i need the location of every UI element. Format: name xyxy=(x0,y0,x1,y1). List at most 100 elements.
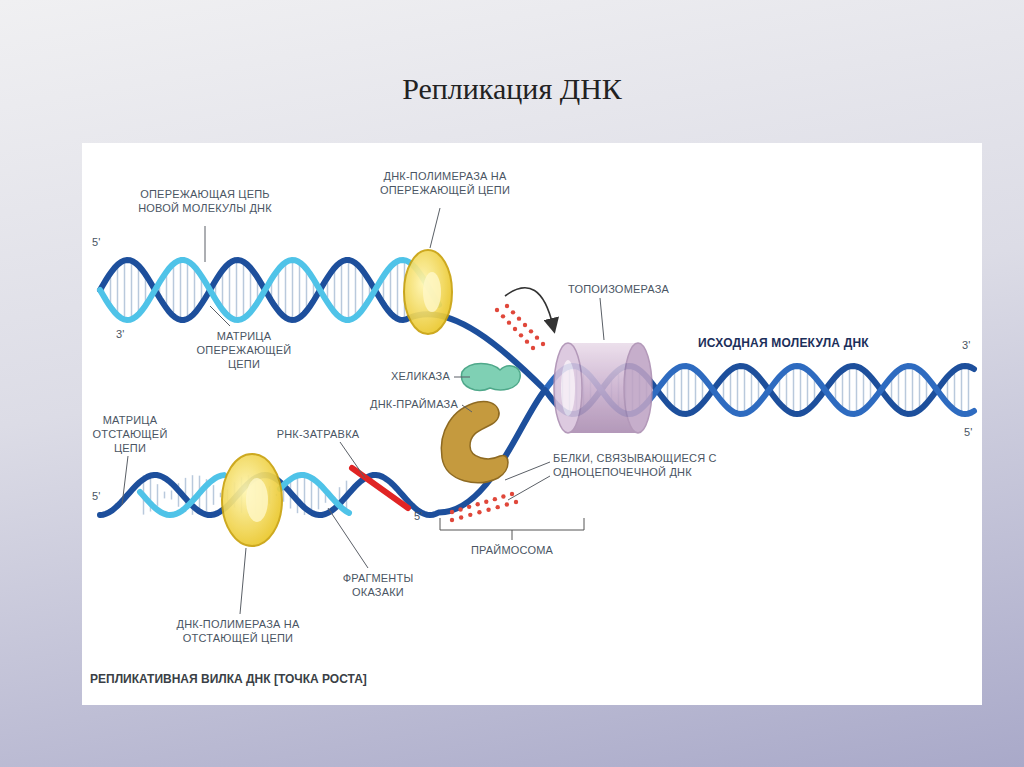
ssb-dot xyxy=(459,515,463,519)
base-pair xyxy=(744,366,746,413)
base-pair xyxy=(292,260,294,320)
rna-primer xyxy=(352,468,408,508)
part-label: МАТРИЦА ОТСТАЮЩЕЙ ЦЕПИ xyxy=(80,414,180,455)
base-pair xyxy=(278,269,280,311)
part-label: ДНК-ПОЛИМЕРАЗА НА ОТСТАЮЩЕЙ ЦЕПИ xyxy=(153,618,323,646)
base-pair xyxy=(849,366,851,413)
base-pair xyxy=(786,370,788,410)
base-pair xyxy=(220,493,222,498)
polymerase-leading xyxy=(404,250,452,334)
base-pair xyxy=(390,267,392,313)
ssb-dot xyxy=(531,346,535,350)
ssb-dot xyxy=(507,320,511,324)
primase-shape xyxy=(441,401,508,482)
part-label: 3' xyxy=(962,339,971,353)
base-pair xyxy=(856,366,858,413)
leading-new-strand xyxy=(100,260,439,320)
ssb-dot xyxy=(486,508,490,512)
ssb-dot xyxy=(484,500,488,504)
base-pair xyxy=(229,263,231,317)
base-pair xyxy=(919,370,921,410)
ssb-dot xyxy=(511,310,515,314)
base-pair xyxy=(681,366,683,413)
base-pair xyxy=(243,262,245,319)
figure-caption: РЕПЛИКАТИВНАЯ ВИЛКА ДНК [ТОЧКА РОСТА] xyxy=(90,672,367,686)
part-label: ТОПОИЗОМЕРАЗА xyxy=(568,283,669,297)
part-label: 3' xyxy=(116,328,125,342)
base-pair xyxy=(297,477,299,513)
base-pair xyxy=(334,268,336,312)
part-label: ХЕЛИКАЗА xyxy=(391,370,450,384)
ssb-dot xyxy=(510,492,514,496)
base-pair xyxy=(688,366,690,413)
base-pair xyxy=(348,260,350,320)
base-pair xyxy=(751,370,753,410)
base-pair xyxy=(905,366,907,413)
base-pair xyxy=(695,370,697,410)
ssb-dot xyxy=(476,502,480,506)
base-pair xyxy=(800,366,802,413)
part-label: ДНК-ПРАЙМАЗА xyxy=(370,398,458,412)
part-label: 5' xyxy=(92,490,101,504)
base-pair xyxy=(236,260,238,320)
part-label: РНК-ЗАТРАВКА xyxy=(277,428,360,442)
ssb-dot xyxy=(501,494,505,498)
base-pair xyxy=(222,270,224,309)
base-pair xyxy=(117,265,119,315)
ssb-dot xyxy=(505,502,509,506)
ssb-dot xyxy=(525,339,529,343)
part-label: ПРАЙМОСОМА xyxy=(471,544,553,558)
ssb-dot xyxy=(501,314,505,318)
part-label: БЕЛКИ, СВЯЗЫВАЮЩИЕСЯ С ОДНОЦЕПОЧЕЧНОЙ ДН… xyxy=(553,452,743,480)
part-label: ДНК-ПОЛИМЕРАЗА НА ОПЕРЕЖАЮЩЕЙ ЦЕПИ xyxy=(355,170,535,198)
ssb-dot xyxy=(496,505,500,509)
ssb-dot xyxy=(519,333,523,337)
helicase-shape xyxy=(461,364,520,391)
okazaki-fragment xyxy=(280,475,349,513)
part-label: МАТРИЦА ОПЕРЕЖАЮЩЕЙ ЦЕПИ xyxy=(189,330,299,371)
base-pair xyxy=(912,366,914,413)
base-pair xyxy=(194,267,196,313)
base-pair xyxy=(306,269,308,311)
base-pair xyxy=(968,366,970,413)
ssb-dot xyxy=(535,335,539,339)
leader-lines xyxy=(122,208,604,614)
okazaki-fragment xyxy=(140,475,224,515)
base-pair xyxy=(793,366,795,413)
base-pair xyxy=(730,370,732,410)
ssb-dot xyxy=(513,327,517,331)
base-pair xyxy=(674,370,676,410)
ssb-dot xyxy=(450,510,454,514)
base-pair xyxy=(961,366,963,413)
part-label: 5' xyxy=(414,510,423,524)
base-pair xyxy=(250,268,252,312)
base-pair xyxy=(171,490,173,499)
base-pair xyxy=(299,262,301,317)
ssb-dot xyxy=(514,500,518,504)
part-label: ИСХОДНАЯ МОЛЕКУЛА ДНК xyxy=(698,336,869,351)
base-pair xyxy=(285,262,287,317)
slide-title: Репликация ДНК xyxy=(0,72,1024,106)
polymerase-lagging xyxy=(222,454,282,546)
ssb-proteins xyxy=(450,304,545,522)
ssb-dot xyxy=(468,513,472,517)
ssb-dot xyxy=(517,316,521,320)
base-pair xyxy=(842,370,844,410)
ssb-dot xyxy=(541,342,545,346)
ssb-dot xyxy=(458,507,462,511)
ssb-dot xyxy=(529,329,533,333)
base-pair xyxy=(898,370,900,410)
ssb-dot xyxy=(450,518,454,522)
base-pair xyxy=(737,366,739,413)
base-pair xyxy=(954,370,956,410)
base-pair xyxy=(341,262,343,319)
ssb-dot xyxy=(477,510,481,514)
base-pair xyxy=(311,476,313,513)
topoisomerase-shape xyxy=(554,343,652,433)
ssb-dot xyxy=(493,497,497,501)
base-pair xyxy=(355,263,357,317)
base-pair xyxy=(131,261,133,319)
base-pair xyxy=(138,266,140,315)
base-pair xyxy=(397,261,399,319)
